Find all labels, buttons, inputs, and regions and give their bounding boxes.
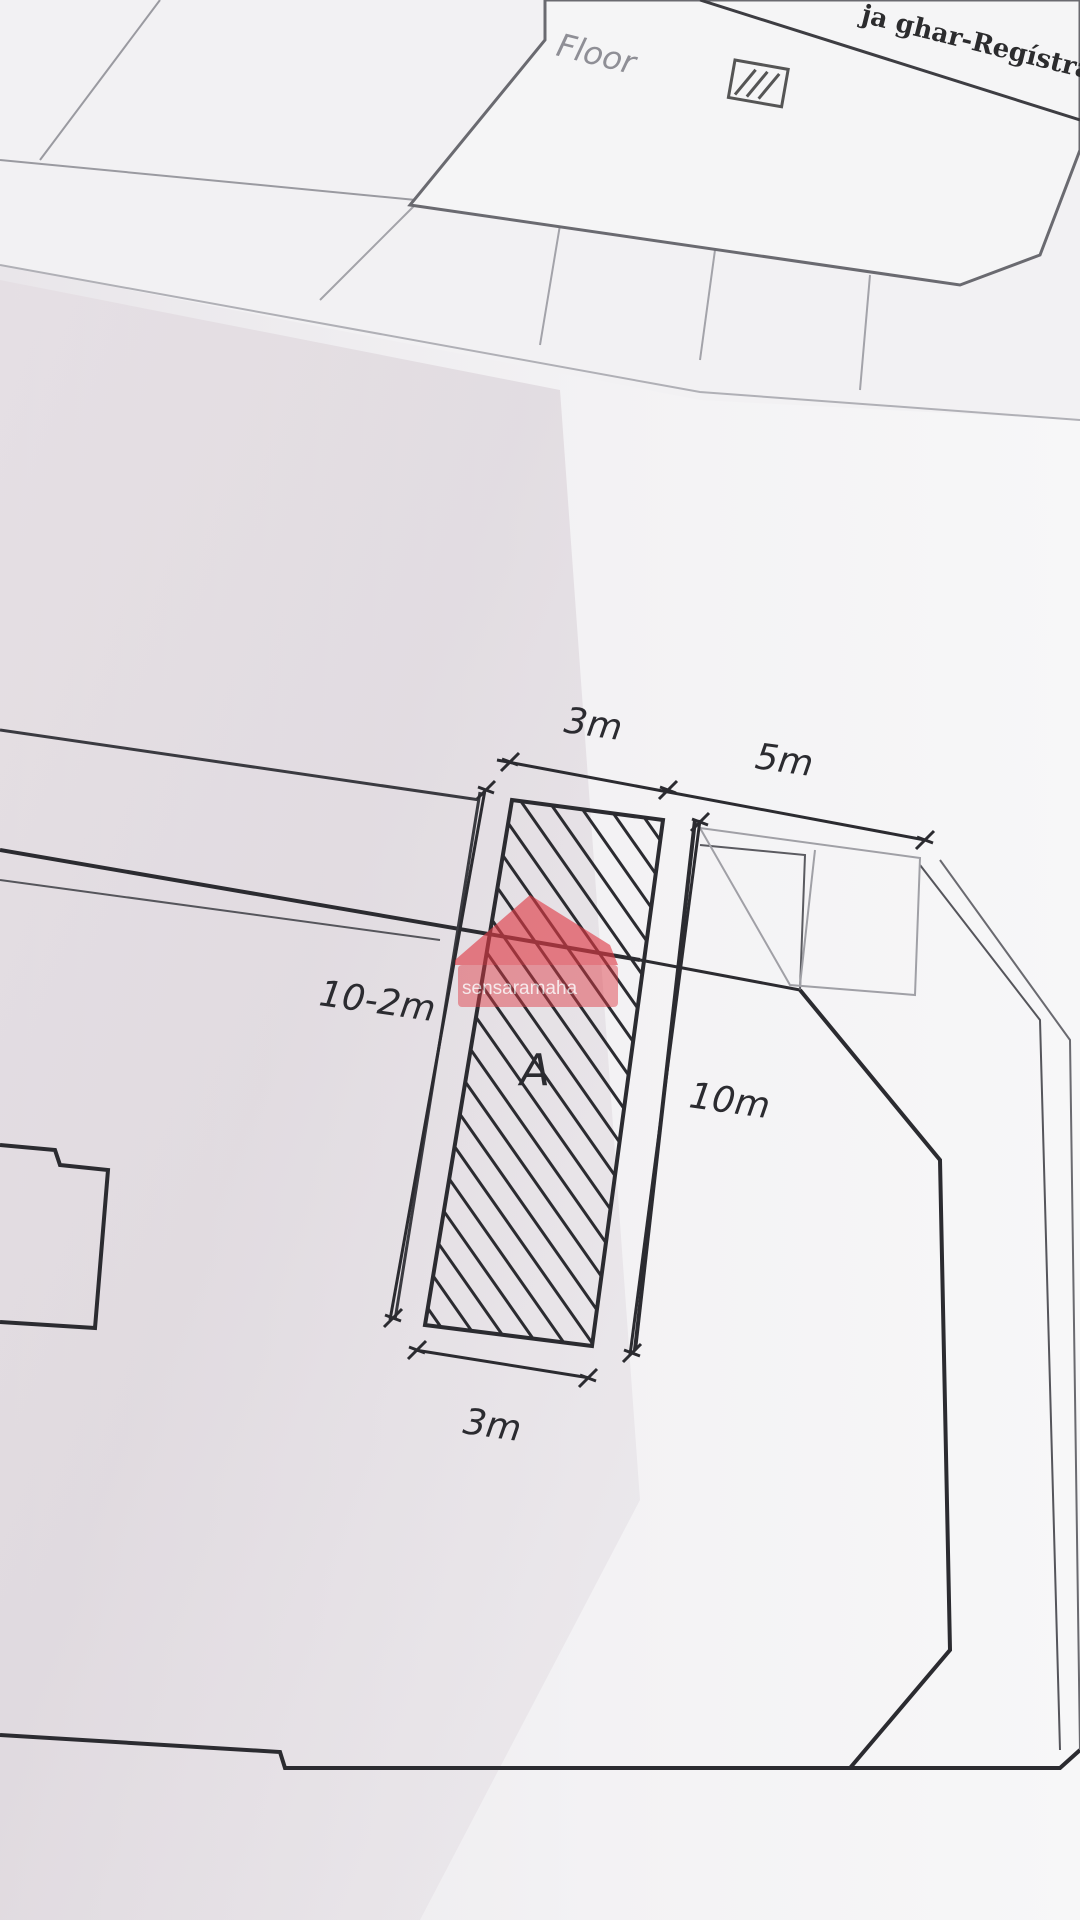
hatch-line: [425, 800, 550, 1346]
plot-a-outline: [422, 797, 666, 1349]
upper-sheet: Floor ja ghar-Regístra: [0, 0, 1080, 421]
hatch-line: [425, 800, 663, 1346]
dim-bottom-width: 3m: [461, 1401, 524, 1450]
building-outlines: [0, 728, 1080, 1770]
dimension-tick: [406, 1339, 428, 1361]
dimension-tick: [499, 751, 521, 773]
hatch-line: [518, 800, 663, 1346]
dim-top-right: 5m: [753, 736, 816, 785]
hatch-line: [425, 800, 578, 1346]
dimension-tick: [475, 779, 497, 801]
shadow-region: [0, 280, 640, 1920]
hatch-line: [462, 800, 663, 1346]
hatch-line: [425, 800, 634, 1346]
hatch-line: [425, 800, 606, 1346]
dimension-tick: [577, 1367, 599, 1389]
hatched-stamp-icon: [726, 58, 790, 109]
hatch-line: [574, 800, 663, 1346]
hatch-line: [425, 800, 663, 1346]
dimension-tick: [914, 829, 936, 851]
house-roof-icon: [455, 895, 618, 965]
dimension-tick: [382, 1307, 404, 1329]
plot-a-label: A: [517, 1045, 550, 1096]
hatch-line: [546, 800, 663, 1346]
watermark-text: sensaramaha: [462, 978, 578, 999]
dimension-tick: [657, 779, 679, 801]
dimension-lines: [382, 751, 936, 1389]
dim-top-width: 3m: [562, 700, 625, 749]
hatch-line: [425, 800, 522, 1346]
dimension-tick: [621, 1342, 643, 1364]
hatch-line: [490, 800, 663, 1346]
watermark-logo: sensaramaha: [455, 895, 618, 1007]
dimension-tick: [689, 811, 711, 833]
